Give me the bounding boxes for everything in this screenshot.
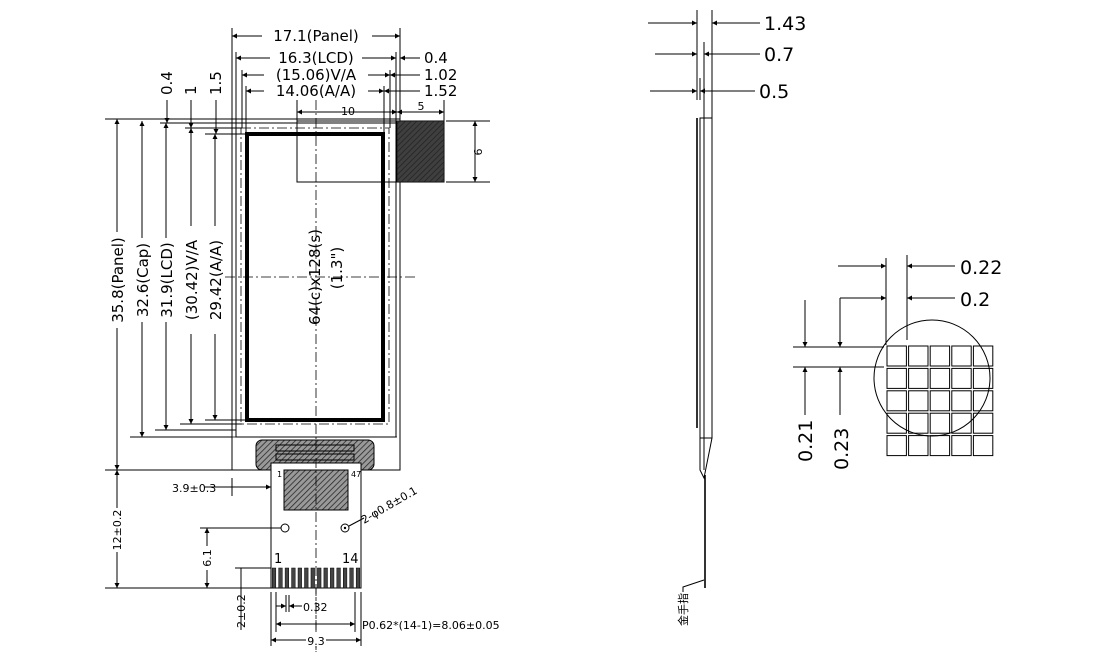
pixel-cell [908,412,929,434]
pixel-cell [908,367,929,389]
gold-finger-pin [323,567,328,589]
gold-finger-pin [317,567,322,589]
pixel-cell [951,412,972,434]
right-offset-3: 1.52 [424,82,457,100]
diagonal-label: (1.3") [328,247,346,289]
pad-width-5: 5 [418,100,425,113]
pixel-cell [972,390,994,412]
pixel-cell [929,435,951,457]
fpc-length-label: 12±0.2 [111,510,124,551]
pad-height-6: 6 [472,149,485,156]
pixel-cell [951,435,972,457]
pixel-cell [951,367,972,389]
pitch-x-label: 0.2 [960,289,990,311]
gold-finger-pin [297,567,302,589]
right-offset-1: 0.4 [424,49,448,67]
resolution-label: 64(c)x128(s) [306,229,324,325]
pixel-cell [951,390,972,412]
gold-finger-pin [304,567,309,589]
thickness-1: 1.43 [764,13,806,35]
pad-width-10: 10 [341,105,355,118]
gold-finger-pin [284,567,289,589]
panel-height-label: 35.8(Panel) [109,237,127,323]
gold-finger-pin [343,567,348,589]
gold-finger-pin [355,567,361,589]
gold-finger-pin [271,567,277,589]
pixel-cell [929,345,951,367]
gold-finger-label: 金手指 [676,593,690,626]
gold-fingers [271,567,361,589]
leader-line [348,517,365,527]
pixel-cell [972,412,994,434]
pixel-cell [929,412,951,434]
left-offset-3: 1.5 [207,71,225,95]
lcd-width-label: 16.3(LCD) [278,49,353,67]
lcd-height-label: 31.9(LCD) [158,242,176,317]
pin-last-label: 14 [342,552,359,567]
ic-slot [275,444,355,452]
right-offset-2: 1.02 [424,66,457,84]
gold-finger-pin [278,567,283,589]
pin-width-label: 0.32 [303,601,328,614]
left-offset-1: 0.4 [158,71,176,95]
side-view: 1.43 0.7 0.5 金手指 [648,10,806,626]
pixel-cell [951,345,972,367]
gold-finger-pin [330,567,335,589]
pixel-cell [886,412,907,434]
thickness-3: 0.5 [759,81,789,103]
pitch-label: P0.62*(14-1)=8.06±0.05 [362,619,500,632]
va-height-label: (30.42)V/A [183,239,201,320]
pixel-grid [886,345,994,457]
hole-center-dot [343,526,347,530]
pixel-height-label: 0.21 [795,420,817,462]
cap-height-label: 32.6(Cap) [134,243,152,317]
aa-width-label: 14.06(A/A) [276,82,356,100]
gold-finger-pin [310,567,315,589]
pixel-cell [929,390,951,412]
pad-fill [397,121,444,182]
front-view: 64(c)x128(s) (1.3") 17.1(Panel) 16.3(LCD… [105,27,500,652]
pixel-cell [972,435,994,457]
thickness-2: 0.7 [764,44,794,66]
left-offset-2: 1 [182,85,200,95]
pixel-cell [908,390,929,412]
fpc-hole-right [340,523,350,533]
pixel-cell [929,367,951,389]
hole-spec-label: 2-φ0.8±0.1 [359,484,420,526]
pin-first-label: 1 [274,552,282,567]
pixel-width-label: 0.22 [960,257,1002,279]
panel-width-label: 17.1(Panel) [273,27,359,45]
detail-circle [873,319,991,437]
gold-finger-pin [336,567,341,589]
pixel-cell [972,367,994,389]
fpc-width-label: 9.3 [307,635,325,648]
side-glass [699,117,713,439]
ic-pin-last: 47 [351,470,361,479]
pixel-detail: 0.22 0.2 0.21 0.23 [793,255,1002,470]
hole-height-label: 6.1 [201,549,214,567]
fpc-offset-label: 3.9±0.3 [172,482,216,495]
pixel-cell [908,345,929,367]
pixel-cell [886,345,907,367]
va-width-label: (15.06)V/A [276,66,357,84]
pixel-cell [886,390,907,412]
ic-pin-first: 1 [277,470,282,479]
finger-length-label: 2±0.2 [235,594,248,628]
pixel-cell [886,435,907,457]
gold-finger-pin [291,567,296,589]
pixel-cell [886,367,907,389]
ic-slot [275,453,355,461]
pitch-y-label: 0.23 [831,428,853,470]
aa-height-label: 29.42(A/A) [207,240,225,320]
pixel-cell [908,435,929,457]
viewing-area [240,127,390,425]
gold-finger-pin [349,567,354,589]
pixel-cell [972,345,994,367]
leader-line [682,579,705,592]
side-fpc-bend [699,437,713,480]
